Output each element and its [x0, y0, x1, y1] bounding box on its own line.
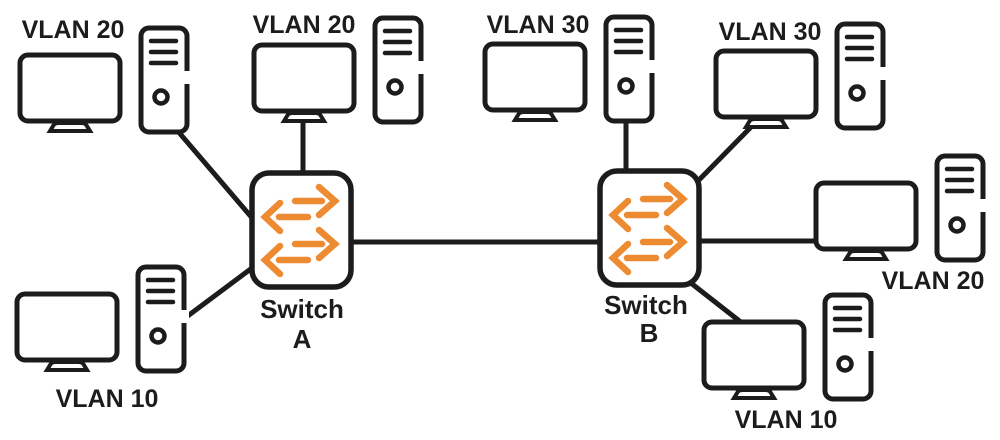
label-vlan30-top-right: VLAN 30: [719, 18, 822, 46]
label-vlan20-top-left: VLAN 20: [22, 16, 125, 44]
switch-b-icon: [600, 171, 699, 285]
links-layer: [173, 117, 821, 326]
computer-vlan20-right: [816, 156, 988, 260]
label-switch-b-line2: B: [640, 318, 659, 348]
label-vlan30-top-middle: VLAN 30: [487, 11, 590, 39]
label-vlan20-right: VLAN 20: [882, 267, 985, 295]
label-vlan20-top-center: VLAN 20: [253, 11, 356, 39]
computer-vlan10-bottom-left: [17, 267, 189, 371]
label-switch-a-line1: Switch: [260, 294, 344, 324]
label-vlan10-bottom-right: VLAN 10: [735, 406, 838, 434]
link-vlan30-topright-switch-b: [694, 123, 755, 185]
labels-layer: VLAN 20 VLAN 20 VLAN 10 VLAN 30 VLAN 30 …: [22, 11, 985, 434]
label-switch-a-line2: A: [293, 324, 312, 354]
label-switch-b-line1: Switch: [604, 290, 688, 320]
link-vlan20-topleft-switch-a: [173, 126, 256, 222]
label-vlan10-bottom-left: VLAN 10: [56, 385, 159, 413]
switch-a-icon: [252, 173, 351, 287]
link-vlan10-bottomleft-switch-a: [178, 262, 259, 324]
link-vlan10-bottomright-switch-b: [684, 277, 745, 326]
